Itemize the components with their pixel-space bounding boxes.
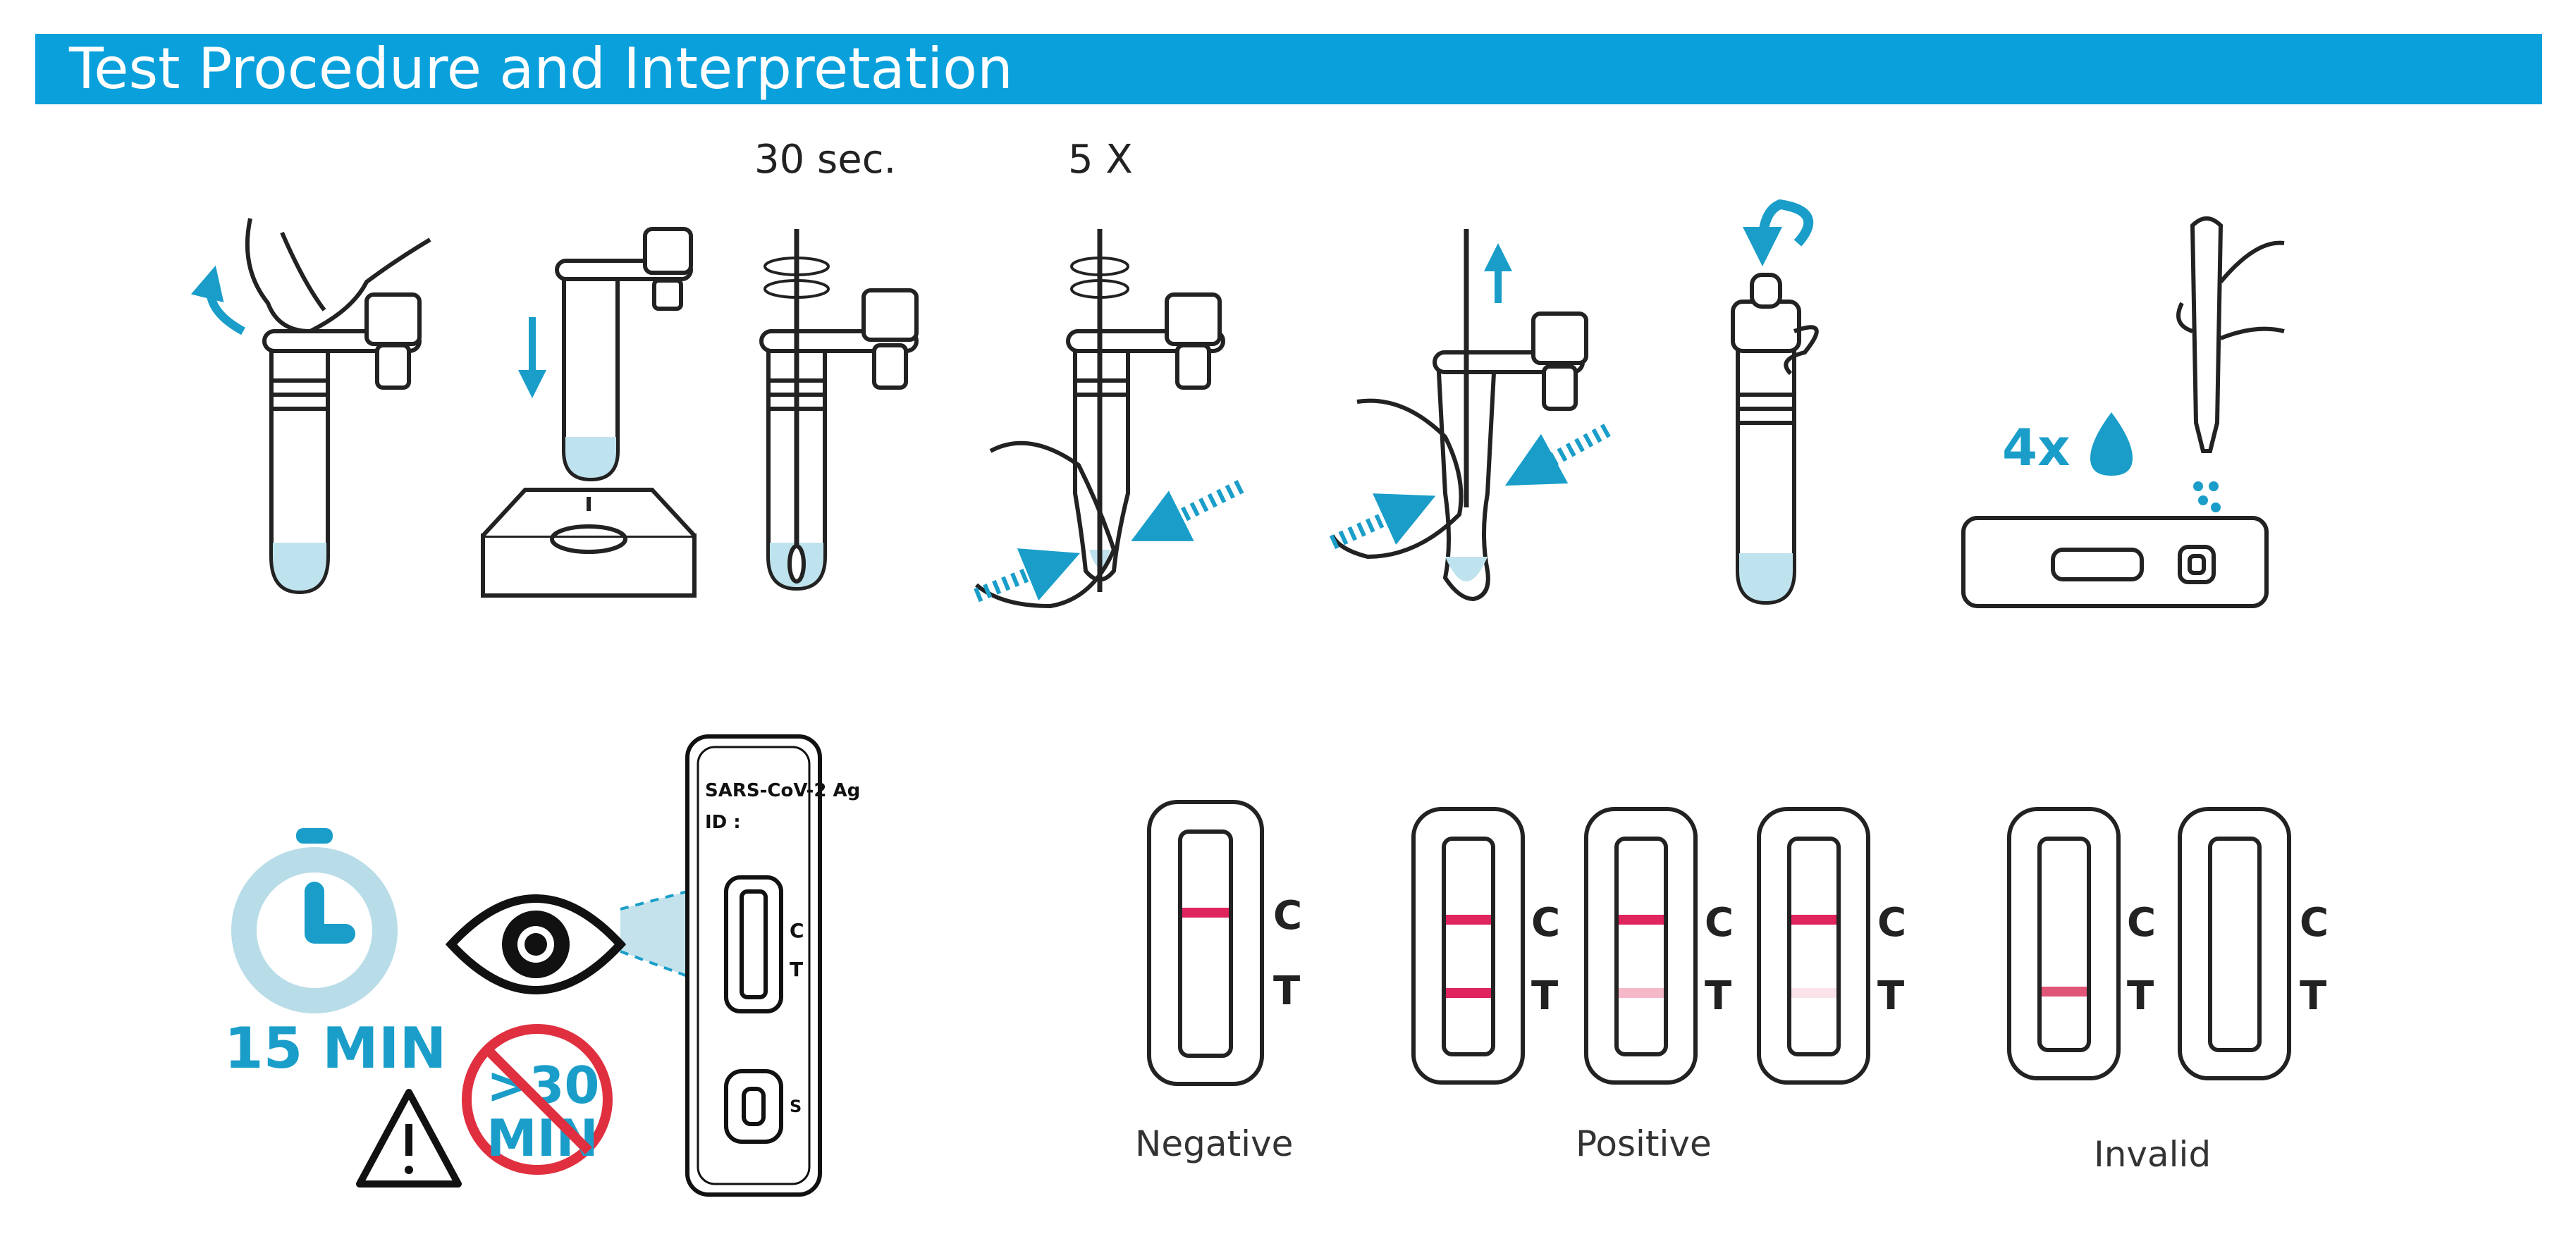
header-banner: Test Procedure and Interpretation <box>35 34 2542 104</box>
result-negative-strip: C T <box>1147 800 1302 1086</box>
spin-icon <box>763 257 830 299</box>
label-t: T <box>2300 973 2326 1019</box>
squeeze-arrow-icon <box>1329 493 1436 550</box>
result-positive-strip-medium: C T <box>1584 807 1734 1085</box>
control-line <box>1619 915 1664 925</box>
dropper-icon <box>2190 216 2224 453</box>
step3-duration: 30 sec. <box>754 137 896 183</box>
step1-open-tube <box>190 218 431 595</box>
step3-swab-tube <box>759 229 919 591</box>
label-c: C <box>2127 900 2156 946</box>
hand-icon <box>245 218 431 334</box>
drop-count: 4x <box>2002 418 2071 477</box>
squeeze-arrow-icon <box>1131 480 1244 541</box>
page-title: Test Procedure and Interpretation <box>69 36 1013 101</box>
cassette-mark-s: S <box>790 1097 802 1116</box>
rotate-arrow-icon <box>1743 199 1814 266</box>
result-positive-strip-weak: C T <box>1757 807 1906 1085</box>
warning-icon <box>356 1089 462 1188</box>
squeeze-arrow-icon <box>974 548 1081 603</box>
step6-cap-tube <box>1731 199 1819 605</box>
control-line <box>1791 915 1836 925</box>
result-positive-strip-strong: C T <box>1411 807 1560 1085</box>
test-line <box>1791 988 1836 998</box>
result-invalid-strip-t-only: C T <box>2007 807 2156 1080</box>
label-c: C <box>1531 900 1560 946</box>
squeeze-arrow-icon <box>1504 424 1611 486</box>
label-t: T <box>1705 973 1731 1019</box>
label-t: T <box>1273 968 1300 1014</box>
result-negative-label: Negative <box>1135 1123 1293 1164</box>
cassette-mark-t: T <box>790 958 803 981</box>
label-t: T <box>1531 973 1558 1019</box>
test-line <box>1619 988 1664 998</box>
label-c: C <box>1877 900 1906 946</box>
drop-icon <box>2090 412 2133 476</box>
cassette-label: SARS-CoV-2 Ag <box>705 780 860 801</box>
cassette-id: ID : <box>705 812 741 833</box>
result-positive-label: Positive <box>1576 1123 1712 1164</box>
test-line <box>1446 988 1491 998</box>
hand-icon <box>2176 240 2285 340</box>
label-c: C <box>1705 900 1734 946</box>
cassette-icon <box>1961 516 2269 608</box>
eye-icon <box>445 894 627 994</box>
read-time: 15 MIN <box>224 1016 447 1081</box>
step5-remove-swab <box>1329 229 1611 602</box>
step2-place-tube <box>481 227 697 598</box>
step7-apply-drops: 4x <box>1961 216 2285 608</box>
timer-icon <box>231 828 398 1013</box>
label-t: T <box>1877 973 1904 1019</box>
cassette-mark-c: C <box>790 919 804 942</box>
label-c: C <box>2300 900 2329 946</box>
result-invalid-label: Invalid <box>2094 1134 2211 1175</box>
cassette-icon: SARS-CoV-2 Ag ID : C T S <box>685 734 860 1197</box>
label-c: C <box>1273 893 1302 939</box>
hand-icon <box>1330 398 1464 560</box>
control-line <box>1446 915 1491 925</box>
hand-icon <box>975 440 1117 609</box>
label-t: T <box>2127 973 2154 1019</box>
step4-repeat: 5 X <box>1068 137 1133 183</box>
control-line <box>1182 908 1229 918</box>
step4-squeeze-tube <box>974 229 1244 609</box>
result-invalid-strip-none: C T <box>2178 807 2329 1080</box>
rotate-arrow-icon <box>190 265 245 335</box>
tube-icon <box>262 292 422 595</box>
test-line <box>2042 987 2087 997</box>
prohibited-icon: >30 MIN <box>462 1024 613 1175</box>
